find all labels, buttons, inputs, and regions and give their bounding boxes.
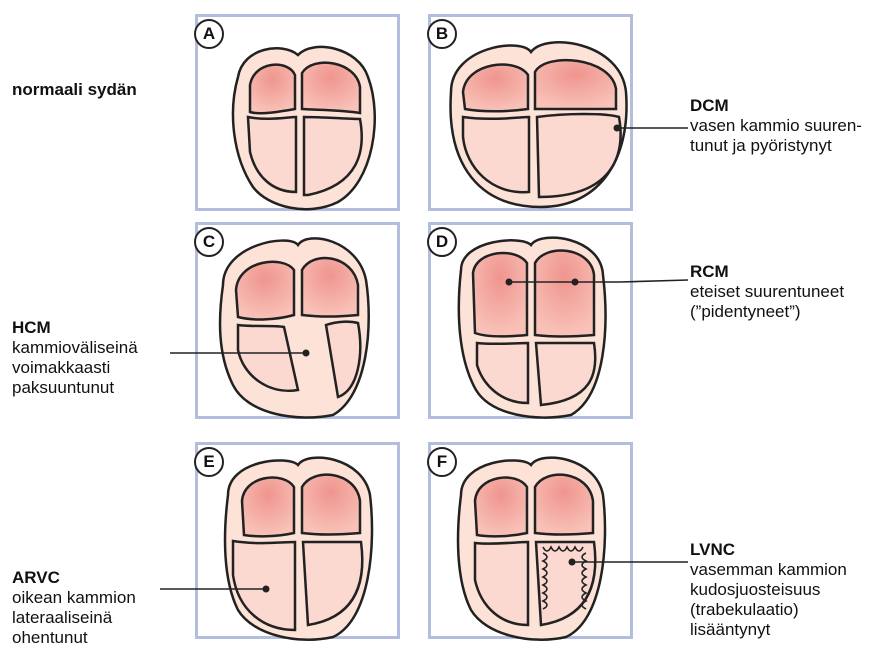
label-dcm-title: DCM xyxy=(690,96,862,116)
panel-badge: F xyxy=(427,447,457,477)
panel-badge: D xyxy=(427,227,457,257)
rcm-heart-illustration xyxy=(431,225,636,422)
label-lvnc-desc: vasemman kammion kudosjuosteisuus (trabe… xyxy=(690,560,847,640)
panel-c: C xyxy=(195,222,400,419)
label-lvnc-title: LVNC xyxy=(690,540,847,560)
lvnc-heart-illustration xyxy=(431,445,636,642)
panel-a: A xyxy=(195,14,400,211)
label-arvc-title: ARVC xyxy=(12,568,136,588)
label-rcm: RCM eteiset suurentuneet (”pidentyneet”) xyxy=(690,262,844,322)
panel-f: F xyxy=(428,442,633,639)
dcm-heart-illustration xyxy=(431,17,636,214)
label-hcm-desc: kammioväliseinä voimakkaasti paksuuntunu… xyxy=(12,338,138,398)
label-lvnc: LVNC vasemman kammion kudosjuosteisuus (… xyxy=(690,540,847,640)
label-rcm-title: RCM xyxy=(690,262,844,282)
label-dcm: DCM vasen kammio suuren- tunut ja pyöris… xyxy=(690,96,862,156)
label-arvc-desc: oikean kammion lateraaliseinä ohentunut xyxy=(12,588,136,648)
panel-e: E xyxy=(195,442,400,639)
label-rcm-desc: eteiset suurentuneet (”pidentyneet”) xyxy=(690,282,844,322)
panel-badge: E xyxy=(194,447,224,477)
panel-badge: C xyxy=(194,227,224,257)
panel-badge: B xyxy=(427,19,457,49)
normal-heart-illustration xyxy=(198,17,403,214)
panel-badge: A xyxy=(194,19,224,49)
panel-d: D xyxy=(428,222,633,419)
label-normal-title: normaali sydän xyxy=(12,80,137,100)
label-hcm: HCM kammioväliseinä voimakkaasti paksuun… xyxy=(12,318,138,398)
arvc-heart-illustration xyxy=(198,445,403,642)
label-arvc: ARVC oikean kammion lateraaliseinä ohent… xyxy=(12,568,136,648)
hcm-heart-illustration xyxy=(198,225,403,422)
label-hcm-title: HCM xyxy=(12,318,138,338)
label-normal: normaali sydän xyxy=(12,80,137,100)
label-dcm-desc: vasen kammio suuren- tunut ja pyöristyny… xyxy=(690,116,862,156)
panel-b: B xyxy=(428,14,633,211)
